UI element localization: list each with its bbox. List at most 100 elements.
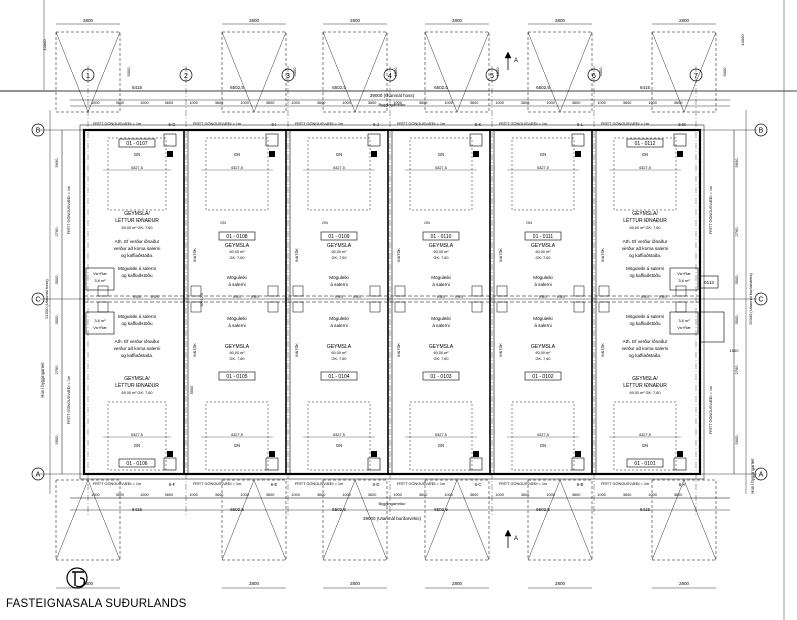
unit-number-box [626, 458, 664, 468]
door-symbol [163, 133, 177, 147]
grid-label: 6 [592, 73, 596, 80]
gn-area [613, 137, 677, 211]
pad-diagonal [55, 31, 89, 113]
sub-dimension: 1000 [597, 493, 605, 497]
room-note: Ath. Ef verður iðnaður [115, 238, 160, 244]
door-fill [167, 151, 173, 157]
inner-dim-label: 6327,5 [537, 433, 549, 437]
vertical-dim: 5600 [54, 158, 59, 168]
corridor-dim: 5500 [190, 386, 194, 394]
sub-dimension: 1000 [140, 493, 148, 497]
unit-number: 01 - 0107 [126, 141, 147, 147]
pad-diagonal [354, 31, 388, 113]
gn-label: GN [322, 221, 328, 225]
room-note: verður að koma salerni [622, 345, 669, 351]
unit-number-box [118, 138, 156, 148]
room-wc: Möguleiki [431, 275, 450, 280]
gn-label: GN [134, 443, 140, 448]
door-fill [167, 451, 173, 457]
pad-width-label: 2800 [679, 581, 690, 586]
room-area: 60,00 m² [434, 351, 450, 355]
door-symbol [265, 457, 279, 471]
room-area: GK: 7,60 [332, 357, 347, 361]
grid-label: A [36, 472, 41, 479]
door-symbol [571, 457, 585, 471]
room-note: og kaffiaðstaða. [121, 252, 153, 258]
gn-area [511, 401, 575, 471]
parking-pad-bottom [221, 479, 287, 561]
room-title: LÉTTUR IÐNAÐUR [115, 382, 159, 389]
room-wc: Möguleiki [533, 316, 552, 321]
gn-area [307, 137, 371, 211]
bay-dimension: 6415 [132, 85, 143, 90]
pad-width-label: 2800 [452, 581, 463, 586]
grid-bubble [754, 467, 768, 481]
unit-number-box [524, 231, 562, 241]
gn-label: GN [540, 152, 546, 157]
vertical-dim: 3500 [54, 315, 59, 325]
gn-area [613, 401, 677, 471]
unit-number-box [320, 371, 358, 381]
pad-width-label: 2800 [555, 581, 566, 586]
pad-diagonal [354, 479, 388, 561]
sub-dimension: 1000 [189, 493, 197, 497]
pad-diagonal [456, 479, 490, 561]
parking-pad-bottom [527, 479, 593, 561]
walkway-label: FRÍTT GÖNGUSVÆÐI = 1m [499, 122, 547, 126]
sub-dimension: 1000 [546, 101, 554, 105]
intake-label: INNTÖK [295, 248, 299, 262]
pad-diagonal [221, 479, 255, 561]
building-edge-label: Hús í byggingarreit [40, 362, 45, 398]
side-room-title: Vs+Ræ [93, 325, 107, 330]
overall-length-bottom: 39000 (Utanmál burðarvirkis) [363, 515, 422, 521]
room-wc: á salerni [432, 323, 449, 328]
door-fill [371, 151, 377, 157]
pad-width-label: 2800 [350, 581, 361, 586]
sub-dimension: 1000 [240, 493, 248, 497]
room-wc: Möguleiki [329, 316, 348, 321]
pad-diagonal [527, 31, 561, 113]
sub-dimension: 3600 [623, 101, 631, 105]
toilet-fixture [496, 301, 508, 313]
gn-label: GN [424, 221, 430, 225]
toilet-fixture [190, 301, 202, 313]
sub-dimension: 3600 [470, 493, 478, 497]
sub-dimension: 1000 [91, 493, 99, 497]
extra-unit-box [699, 275, 719, 289]
grid-bubble [81, 68, 95, 82]
walkway-label-side: FRÍTT GÖNGUSVÆÐI = 1m [709, 186, 713, 234]
side-room [669, 311, 699, 335]
room-note: verður að koma salerni [622, 245, 669, 251]
sub-dimension: 3600 [572, 101, 580, 105]
grid-bubble [485, 68, 499, 82]
walkway-label-side: FRÍTT GÖNGUSVÆÐI = 1m [67, 186, 71, 234]
side-room [669, 267, 699, 291]
sub-dimension: 1000 [342, 493, 350, 497]
walkway-label: FRÍTT GÖNGUSVÆÐI = 1m [193, 122, 241, 126]
bay-dimension: 6415 [640, 85, 651, 90]
gn-label: GN [642, 443, 648, 448]
pad-depth-label: 5000 [126, 67, 131, 77]
grid-bubble [31, 292, 45, 306]
door-label: 6-B [577, 482, 584, 487]
grid-label: 1 [86, 73, 90, 80]
walkway-label: FRÍTT GÖNGUSVÆÐI = 1m [499, 482, 547, 486]
gn-label: GN [438, 443, 444, 448]
door-label: 6-D [373, 482, 380, 487]
sub-dimension: 3600 [215, 493, 223, 497]
door-label: 6-J [373, 122, 379, 127]
room-area: 60,00 m² [230, 351, 246, 355]
sub-dimension: 1000 [495, 493, 503, 497]
grid-bubble [179, 68, 193, 82]
walkway-label-side: FRÍTT GÖNGUSVÆÐI = 1m [67, 376, 71, 424]
gn-label: GN [540, 443, 546, 448]
gn-label: GN [234, 152, 240, 157]
door-label: 6-M [678, 122, 686, 127]
sub-dimension: 3600 [317, 101, 325, 105]
gn-area [511, 137, 575, 211]
sub-dimension: 3600 [572, 493, 580, 497]
grid-bubble [31, 467, 45, 481]
vertical-dim: 2760 [734, 365, 739, 375]
unit-number-box [118, 458, 156, 468]
